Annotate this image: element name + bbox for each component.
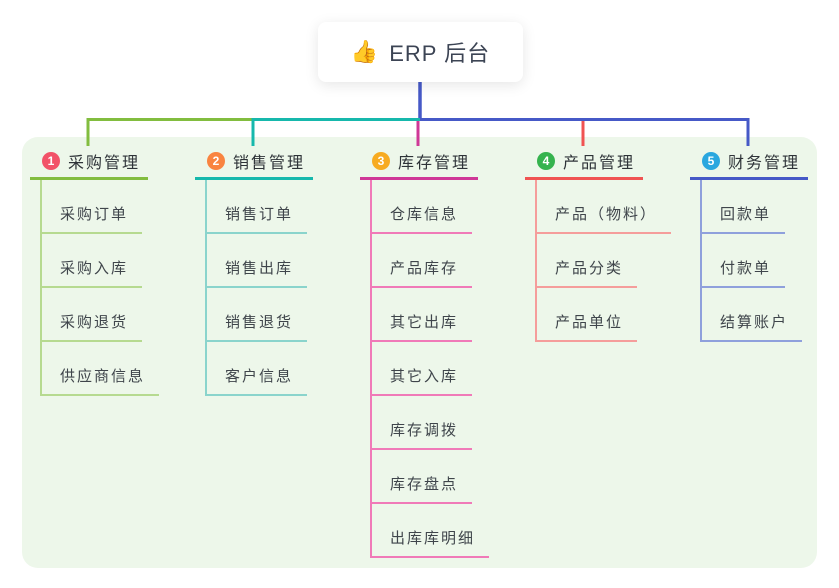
mindmap-background-panel [22,137,817,568]
child-node[interactable]: 供应商信息 [42,342,160,396]
branch-column: 1 采购管理 采购订单采购入库采购退货供应商信息 [30,145,160,396]
branch-node[interactable]: 2 销售管理 [195,145,314,180]
branch-node[interactable]: 4 产品管理 [525,145,644,180]
child-node[interactable]: 产品分类 [537,234,638,288]
child-node[interactable]: 付款单 [702,234,786,288]
child-node[interactable]: 客户信息 [207,342,308,396]
branch-label: 采购管理 [68,155,141,172]
branch-children-list: 回款单付款单结算账户 [700,180,803,342]
child-node[interactable]: 其它入库 [372,342,473,396]
branch-label: 产品管理 [563,155,636,172]
child-node[interactable]: 销售出库 [207,234,308,288]
child-node[interactable]: 产品单位 [537,288,638,342]
child-node[interactable]: 产品库存 [372,234,473,288]
child-node[interactable]: 库存盘点 [372,450,473,504]
branch-children-list: 仓库信息产品库存其它出库其它入库库存调拨库存盘点出库库明细 [370,180,490,558]
child-node[interactable]: 销售退货 [207,288,308,342]
branch-number-badge: 4 [537,152,555,170]
branch-label: 财务管理 [728,155,801,172]
root-node[interactable]: 👍 ERP 后台 [318,22,523,82]
child-node[interactable]: 销售订单 [207,180,308,234]
child-node[interactable]: 采购退货 [42,288,143,342]
child-node[interactable]: 采购订单 [42,180,143,234]
branch-number-badge: 2 [207,152,225,170]
branch-label: 销售管理 [233,155,306,172]
branch-node[interactable]: 1 采购管理 [30,145,149,180]
root-title: ERP 后台 [389,41,491,66]
branch-node[interactable]: 5 财务管理 [690,145,809,180]
branch-number-badge: 5 [702,152,720,170]
branch-column: 5 财务管理 回款单付款单结算账户 [690,145,809,342]
branch-label: 库存管理 [398,155,471,172]
branch-children-list: 销售订单销售出库销售退货客户信息 [205,180,308,396]
child-node[interactable]: 仓库信息 [372,180,473,234]
branch-children-list: 采购订单采购入库采购退货供应商信息 [40,180,160,396]
branch-children-list: 产品（物料）产品分类产品单位 [535,180,672,342]
branch-column: 3 库存管理 仓库信息产品库存其它出库其它入库库存调拨库存盘点出库库明细 [360,145,490,558]
child-node[interactable]: 其它出库 [372,288,473,342]
branch-column: 2 销售管理 销售订单销售出库销售退货客户信息 [195,145,314,396]
branch-column: 4 产品管理 产品（物料）产品分类产品单位 [525,145,672,342]
child-node[interactable]: 结算账户 [702,288,803,342]
branch-number-badge: 3 [372,152,390,170]
child-node[interactable]: 库存调拨 [372,396,473,450]
child-node[interactable]: 采购入库 [42,234,143,288]
branch-node[interactable]: 3 库存管理 [360,145,479,180]
child-node[interactable]: 出库库明细 [372,504,490,558]
thumbs-up-icon: 👍 [350,39,380,64]
child-node[interactable]: 回款单 [702,180,786,234]
branch-number-badge: 1 [42,152,60,170]
child-node[interactable]: 产品（物料） [537,180,672,234]
